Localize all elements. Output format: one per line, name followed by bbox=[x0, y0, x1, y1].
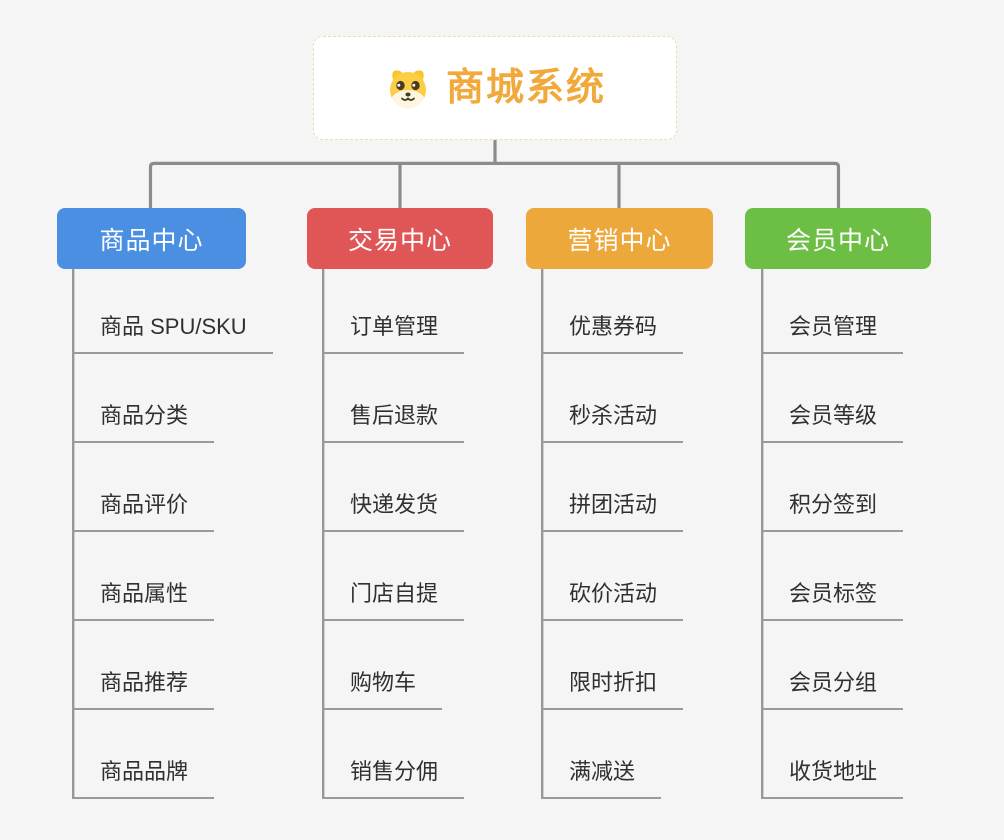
leaf-node[interactable]: 会员等级 bbox=[761, 398, 904, 443]
leaf-node[interactable]: 快递发货 bbox=[322, 487, 465, 532]
root-node-title: 商城系统 bbox=[445, 67, 606, 109]
leaf-node[interactable]: 订单管理 bbox=[322, 309, 465, 354]
leaf-node[interactable]: 限时折扣 bbox=[541, 665, 684, 710]
branch-node-trade-center[interactable]: 交易中心 bbox=[307, 208, 493, 269]
leaf-node[interactable]: 拼团活动 bbox=[541, 487, 684, 532]
leaf-node[interactable]: 商品分类 bbox=[72, 398, 215, 443]
leaf-node[interactable]: 秒杀活动 bbox=[541, 398, 684, 443]
branch-label: 商品中心 bbox=[99, 226, 204, 255]
leaf-node[interactable]: 商品属性 bbox=[72, 576, 215, 621]
leaf-node[interactable]: 收货地址 bbox=[761, 754, 904, 799]
branch-node-member-center[interactable]: 会员中心 bbox=[745, 208, 931, 269]
leaf-node[interactable]: 会员分组 bbox=[761, 665, 904, 710]
leaf-node[interactable]: 积分签到 bbox=[761, 487, 904, 532]
root-node-mall-system[interactable]: 商城系统 bbox=[313, 36, 677, 140]
leaf-node[interactable]: 门店自提 bbox=[322, 576, 465, 621]
leaf-node[interactable]: 砍价活动 bbox=[541, 576, 684, 621]
branch-node-product-center[interactable]: 商品中心 bbox=[57, 208, 246, 269]
leaf-node[interactable]: 购物车 bbox=[322, 665, 443, 710]
branch-node-marketing-center[interactable]: 营销中心 bbox=[526, 208, 713, 269]
leaf-node[interactable]: 会员管理 bbox=[761, 309, 904, 354]
branch-bus-connector bbox=[148, 161, 841, 208]
branch-label: 交易中心 bbox=[347, 226, 452, 255]
leaf-node[interactable]: 满减送 bbox=[541, 754, 662, 799]
branch-label: 营销中心 bbox=[567, 226, 672, 255]
leaf-node[interactable]: 销售分佣 bbox=[322, 754, 465, 799]
branch-label: 会员中心 bbox=[785, 226, 890, 255]
dog-mascot-icon bbox=[389, 70, 426, 108]
leaf-node[interactable]: 商品评价 bbox=[72, 487, 215, 532]
leaf-node[interactable]: 商品 SPU/SKU bbox=[72, 309, 273, 354]
leaf-node[interactable]: 商品推荐 bbox=[72, 665, 215, 710]
leaf-node[interactable]: 优惠券码 bbox=[541, 309, 684, 354]
leaf-node[interactable]: 售后退款 bbox=[322, 398, 465, 443]
leaf-node[interactable]: 商品品牌 bbox=[72, 754, 215, 799]
leaf-node[interactable]: 会员标签 bbox=[761, 576, 904, 621]
